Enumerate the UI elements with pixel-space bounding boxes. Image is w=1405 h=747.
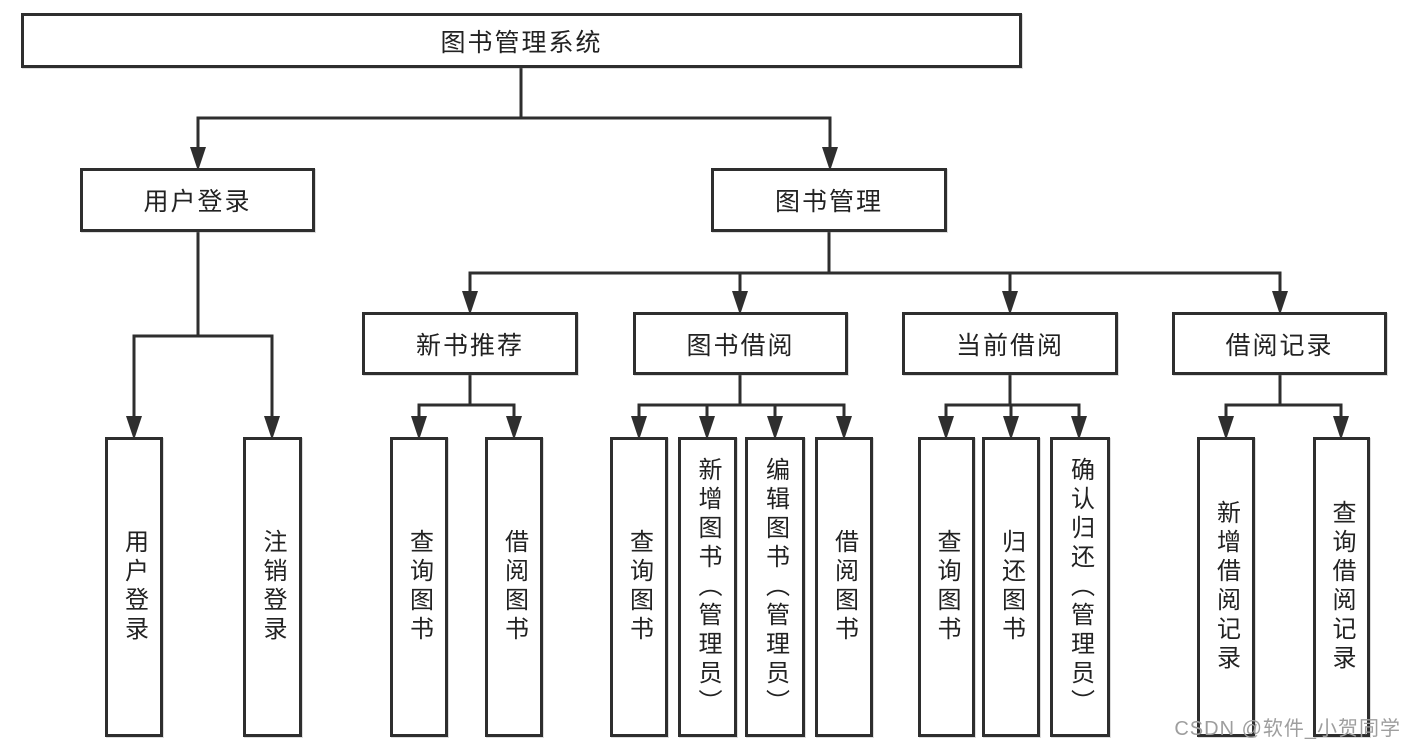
- node-borrowing-records: 借阅记录: [1172, 312, 1387, 375]
- leaf-query-books-current: 查询图书: [918, 437, 975, 737]
- leaf-user-login: 用户登录: [105, 437, 163, 737]
- leaf-borrow-books-recommend: 借阅图书: [485, 437, 543, 737]
- leaf-query-borrow-record: 查询借阅记录: [1313, 437, 1370, 737]
- leaf-confirm-return-admin: 确认归还（管理员）: [1050, 437, 1110, 737]
- leaf-add-book-admin: 新增图书（管理员）: [678, 437, 737, 737]
- leaf-borrow-books-borrowing: 借阅图书: [815, 437, 873, 737]
- leaf-add-borrow-record: 新增借阅记录: [1197, 437, 1255, 737]
- leaf-return-books: 归还图书: [982, 437, 1040, 737]
- leaf-logout: 注销登录: [243, 437, 302, 737]
- node-book-management: 图书管理: [711, 168, 947, 232]
- leaf-query-books-borrowing: 查询图书: [610, 437, 668, 737]
- node-current-borrowing: 当前借阅: [902, 312, 1118, 375]
- node-book-borrowing: 图书借阅: [633, 312, 848, 375]
- leaf-edit-book-admin: 编辑图书（管理员）: [745, 437, 805, 737]
- node-user-login: 用户登录: [80, 168, 315, 232]
- node-new-book-recommend: 新书推荐: [362, 312, 578, 375]
- leaf-query-books-recommend: 查询图书: [390, 437, 448, 737]
- csdn-watermark: CSDN @软件_小贺同学: [1174, 718, 1401, 740]
- node-library-management-system: 图书管理系统: [21, 13, 1022, 68]
